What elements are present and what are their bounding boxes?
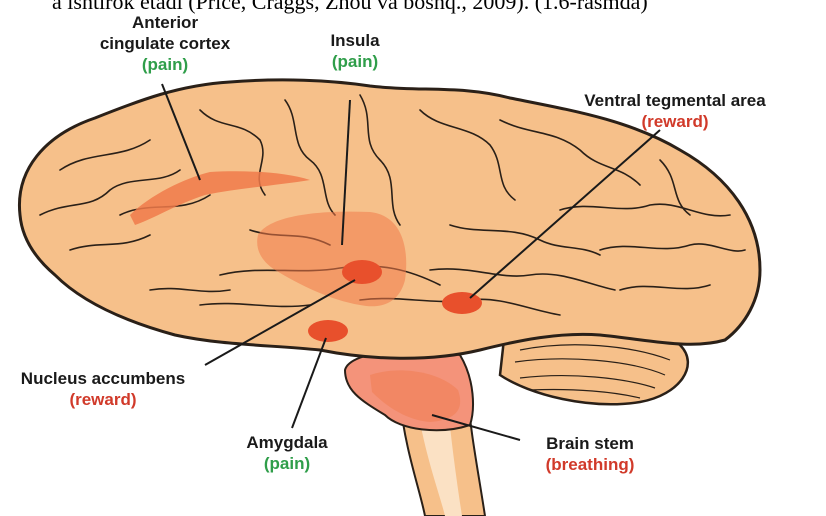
- brainstem-role: (breathing): [520, 454, 660, 475]
- vta-label: Ventral tegmental area (reward): [530, 90, 820, 132]
- insula-label: Insula (pain): [300, 30, 410, 72]
- nacc-name: Nucleus accumbens: [8, 368, 198, 389]
- brainstem-label: Brain stem (breathing): [520, 433, 660, 475]
- vta-name: Ventral tegmental area: [530, 90, 820, 111]
- nacc-label: Nucleus accumbens (reward): [8, 368, 198, 410]
- insula-role: (pain): [300, 51, 410, 72]
- vta-role: (reward): [530, 111, 820, 132]
- acc-label-line2: cingulate cortex: [55, 33, 275, 54]
- brainstem-name: Brain stem: [520, 433, 660, 454]
- ventral-tegmental-region: [442, 292, 482, 314]
- nacc-role: (reward): [8, 389, 198, 410]
- amygdala-label: Amygdala (pain): [222, 432, 352, 474]
- insula-name: Insula: [300, 30, 410, 51]
- amygdala-name: Amygdala: [222, 432, 352, 453]
- acc-label: Anterior cingulate cortex (pain): [55, 12, 275, 75]
- acc-label-line1: Anterior: [55, 12, 275, 33]
- amygdala-region: [308, 320, 348, 342]
- amygdala-leader-line: [292, 338, 326, 428]
- acc-role: (pain): [55, 54, 275, 75]
- nucleus-accumbens-region: [342, 260, 382, 284]
- amygdala-role: (pain): [222, 453, 352, 474]
